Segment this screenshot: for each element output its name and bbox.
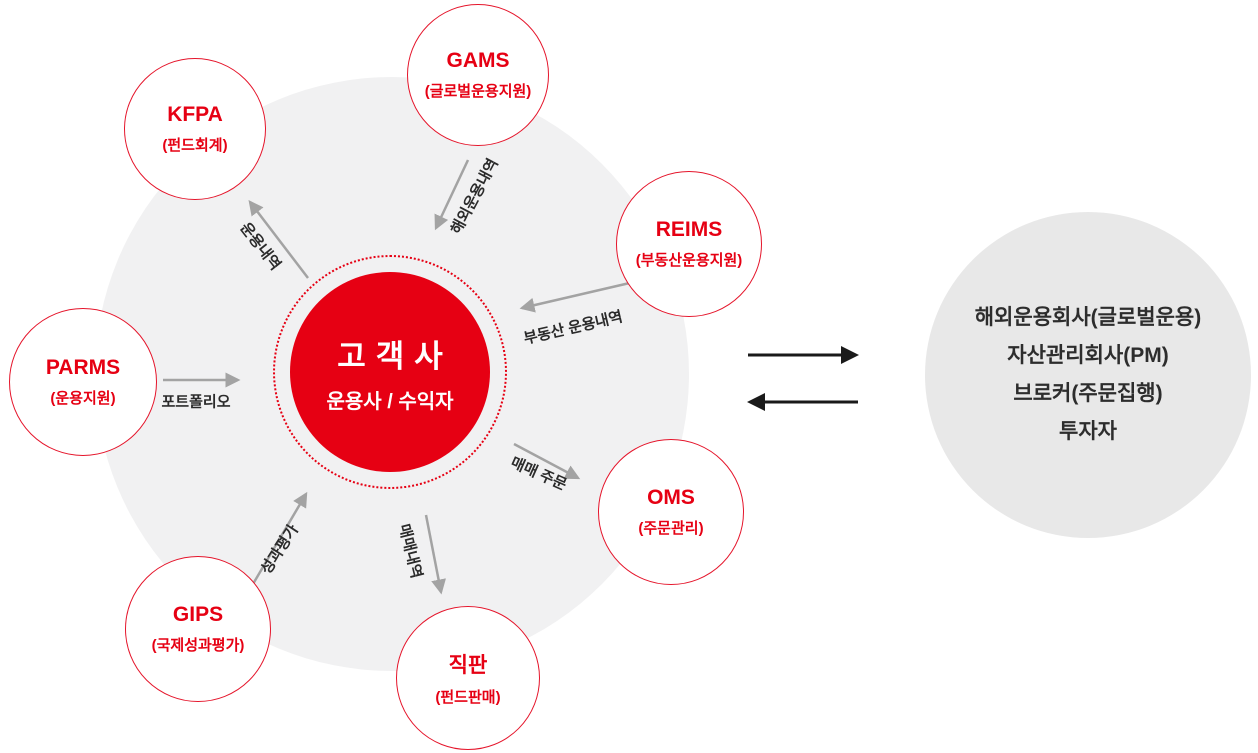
system-desc-gips: (국제성과평가) (151, 637, 245, 654)
hub-title: 고객사 (337, 338, 453, 374)
system-desc-kfpa: (펀드회계) (162, 137, 228, 154)
system-desc-oms: (주문관리) (638, 520, 704, 537)
external-party-investor: 투자자 (1059, 420, 1117, 443)
arrow-gips-to-hub (251, 491, 308, 585)
external-party-overseas-mgmt-co: 해외운용회사(글로벌운용) (974, 306, 1202, 329)
system-name-jikpan: 직판 (448, 654, 488, 677)
external-party-asset-mgmt-co: 자산관리회사(PM) (1007, 344, 1169, 367)
system-desc-parms: (운용지원) (50, 390, 116, 407)
system-name-kfpa: KFPA (167, 103, 223, 126)
system-circle-kfpa: KFPA (펀드회계) (124, 58, 266, 200)
system-circle-oms: OMS (주문관리) (598, 439, 744, 585)
arrow-hub-to-kfpa (248, 200, 309, 279)
system-circle-gams: GAMS (글로벌운용지원) (407, 4, 549, 146)
hub-subtitle: 운용사 / 수익자 (326, 390, 454, 413)
hub-circle: 고객사 운용사 / 수익자 (290, 272, 490, 472)
system-circle-reims: REIMS (부동산운용지원) (616, 171, 762, 317)
system-name-oms: OMS (647, 486, 695, 509)
system-circle-parms: PARMS (운용지원) (9, 308, 157, 456)
system-desc-jikpan: (펀드판매) (435, 689, 501, 706)
system-name-reims: REIMS (655, 218, 723, 241)
arrow-hub-to-oms (513, 442, 581, 480)
system-circle-gips: GIPS (국제성과평가) (125, 556, 271, 702)
system-name-gips: GIPS (172, 603, 224, 626)
system-name-parms: PARMS (45, 356, 121, 379)
external-party-broker: 브로커(주문집행) (1013, 382, 1163, 405)
flow-label-portfolio: 포트폴리오 (161, 393, 231, 411)
arrow-reims-to-hub (519, 280, 635, 313)
system-circle-jikpan: 직판 (펀드판매) (396, 606, 540, 750)
system-desc-gams: (글로벌운용지원) (424, 83, 532, 100)
external-parties-circle: 해외운용회사(글로벌운용) 자산관리회사(PM) 브로커(주문집행) 투자자 (925, 212, 1251, 538)
arrow-hub-to-jikpan (424, 514, 446, 595)
arrow-gams-to-hub (434, 159, 470, 231)
hub-dotted-ring (273, 255, 507, 489)
system-desc-reims: (부동산운용지원) (635, 252, 743, 269)
system-name-gams: GAMS (446, 49, 510, 72)
